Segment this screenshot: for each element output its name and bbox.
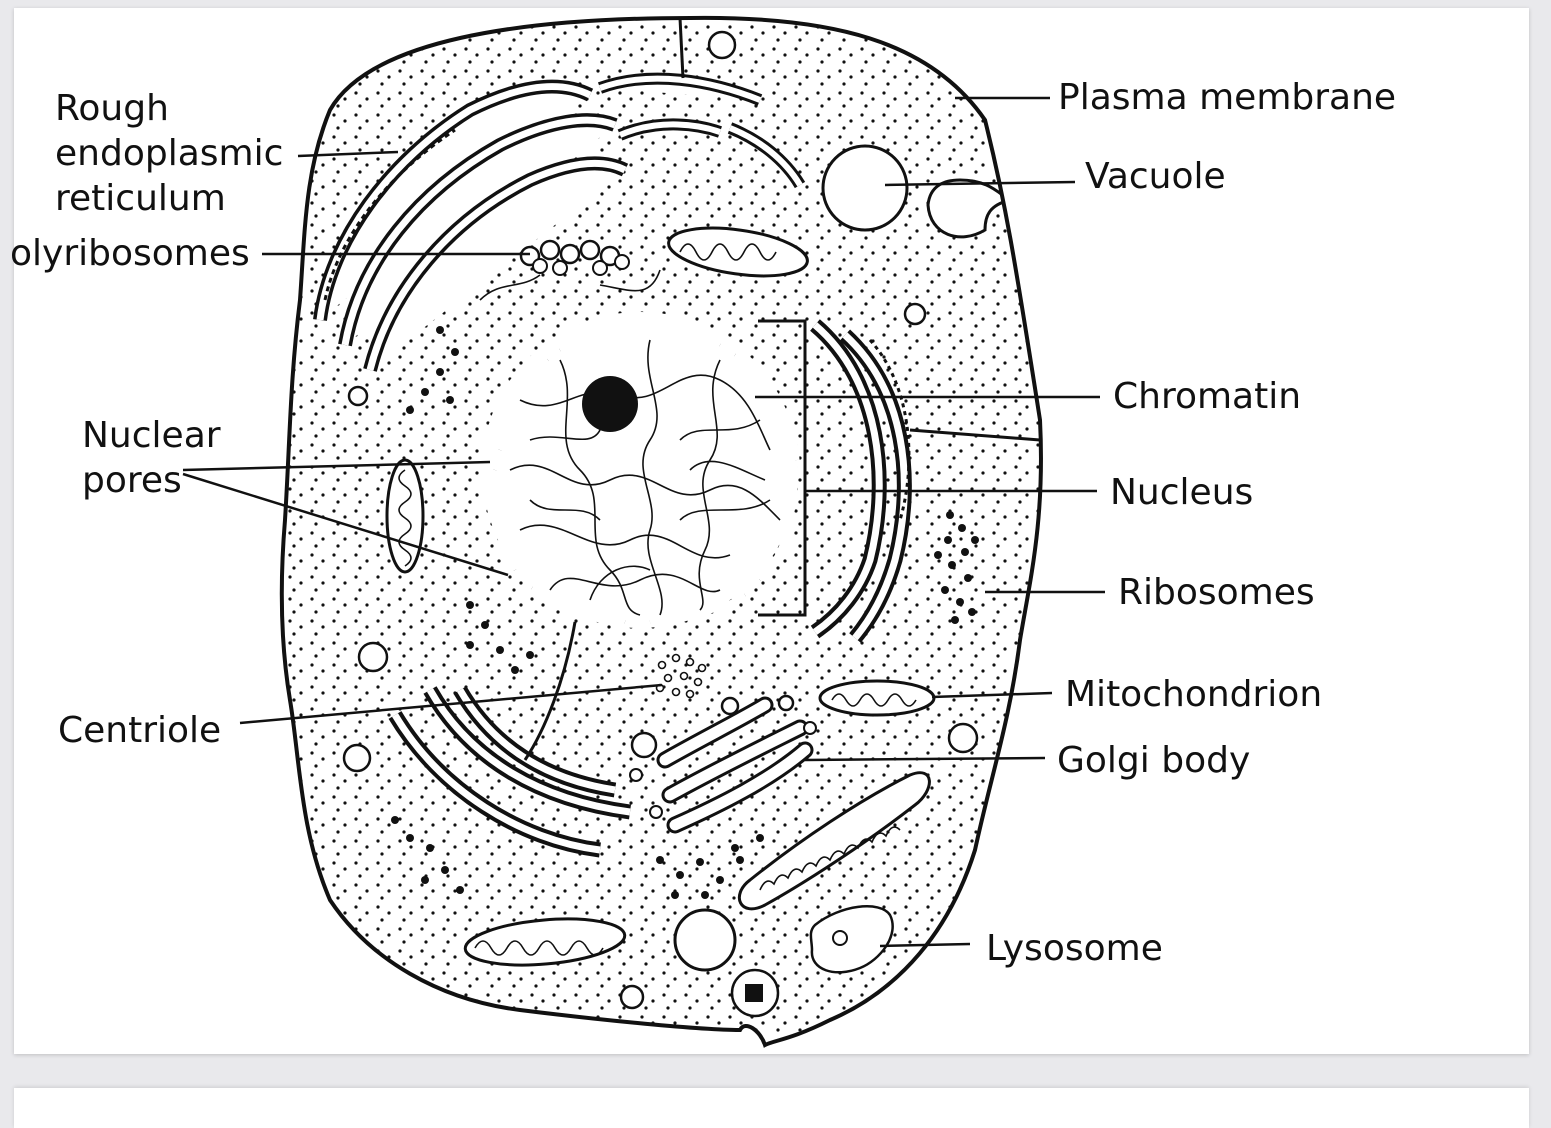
mitochondrion-large [737, 771, 931, 911]
labels: Rough endoplasmic reticulum olyribosomes… [10, 77, 1396, 969]
label-nucleus: Nucleus [1110, 472, 1253, 513]
mitochondrion-bottom [463, 917, 627, 967]
rough-er-top [313, 72, 806, 372]
label-vacuole: Vacuole [1085, 156, 1226, 197]
ribosome-dots [391, 326, 979, 899]
mitochondrion-right [818, 679, 936, 717]
vesicles [342, 30, 979, 1018]
label-centriole: Centriole [58, 710, 221, 751]
leader-lines [182, 96, 1105, 948]
label-nuclear-pores-1: Nuclear [82, 415, 221, 456]
mitochondrion-left [385, 458, 425, 574]
nucleus-bracket [758, 319, 807, 617]
golgi-body-stack [629, 694, 817, 834]
lysosome-body [809, 905, 894, 974]
plasma-membrane [279, 15, 1043, 1048]
organelles [313, 17, 1041, 1018]
label-nuclear-pores-2: pores [82, 460, 182, 501]
vacuoles [673, 144, 1015, 972]
label-golgi-body: Golgi body [1057, 740, 1250, 781]
label-rough-er-3: reticulum [55, 178, 226, 219]
er-connector-bottom [523, 621, 577, 761]
polyribosome-chain [479, 239, 661, 301]
chromatin-network [509, 339, 781, 616]
nucleolus [582, 376, 638, 432]
nucleus [482, 312, 800, 628]
label-plasma-membrane: Plasma membrane [1058, 77, 1396, 118]
mitochondrion-top [667, 226, 809, 278]
label-rough-er-2: endoplasmic [55, 133, 283, 174]
label-mitochondrion: Mitochondrion [1065, 674, 1322, 715]
label-polyribosomes: olyribosomes [10, 233, 250, 274]
rough-er-right [810, 319, 912, 643]
label-lysosome: Lysosome [986, 928, 1163, 969]
er-connector-top [678, 17, 685, 79]
label-ribosomes: Ribosomes [1118, 572, 1315, 613]
label-rough-er-1: Rough [55, 88, 169, 129]
er-connector-right [909, 428, 1041, 442]
label-chromatin: Chromatin [1113, 376, 1301, 417]
